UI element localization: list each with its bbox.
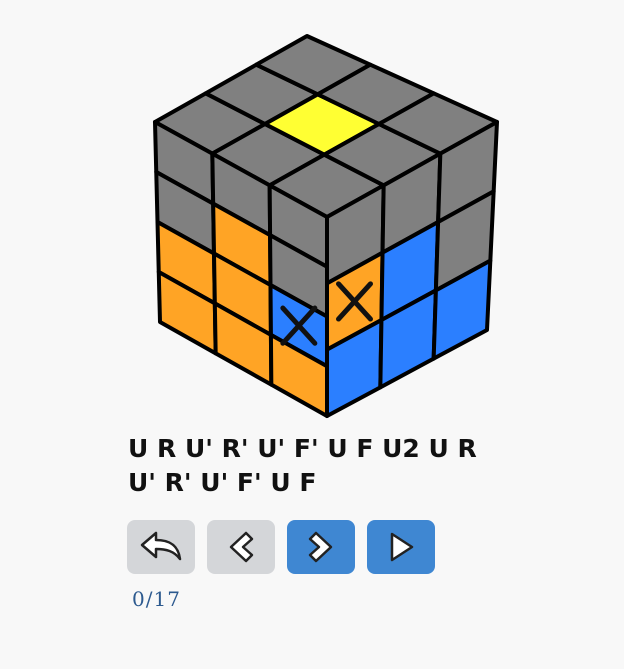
chevron-left-icon xyxy=(229,531,254,563)
cube-svg xyxy=(153,34,499,418)
move-sequence: U R U' R' U' F' U F U2 U R U' R' U' F' U… xyxy=(128,432,508,500)
right-face-sticker xyxy=(431,258,493,361)
chevron-right-icon xyxy=(308,531,333,563)
previous-move-button[interactable] xyxy=(207,520,275,574)
cube-diagram xyxy=(150,32,506,424)
move-sequence-line-1: U R U' R' U' F' U F U2 U R xyxy=(128,434,477,463)
undo-arrow-icon xyxy=(140,531,182,561)
play-button[interactable] xyxy=(367,520,435,574)
move-counter: 0/17 xyxy=(132,587,181,611)
next-move-button[interactable] xyxy=(287,520,355,574)
playback-controls xyxy=(127,520,435,574)
move-sequence-line-2: U' R' U' F' U F xyxy=(128,468,317,497)
reset-button[interactable] xyxy=(127,520,195,574)
marked-sticker-x-icon xyxy=(336,281,373,322)
play-icon xyxy=(390,532,414,562)
marked-sticker-x-icon xyxy=(280,305,318,346)
